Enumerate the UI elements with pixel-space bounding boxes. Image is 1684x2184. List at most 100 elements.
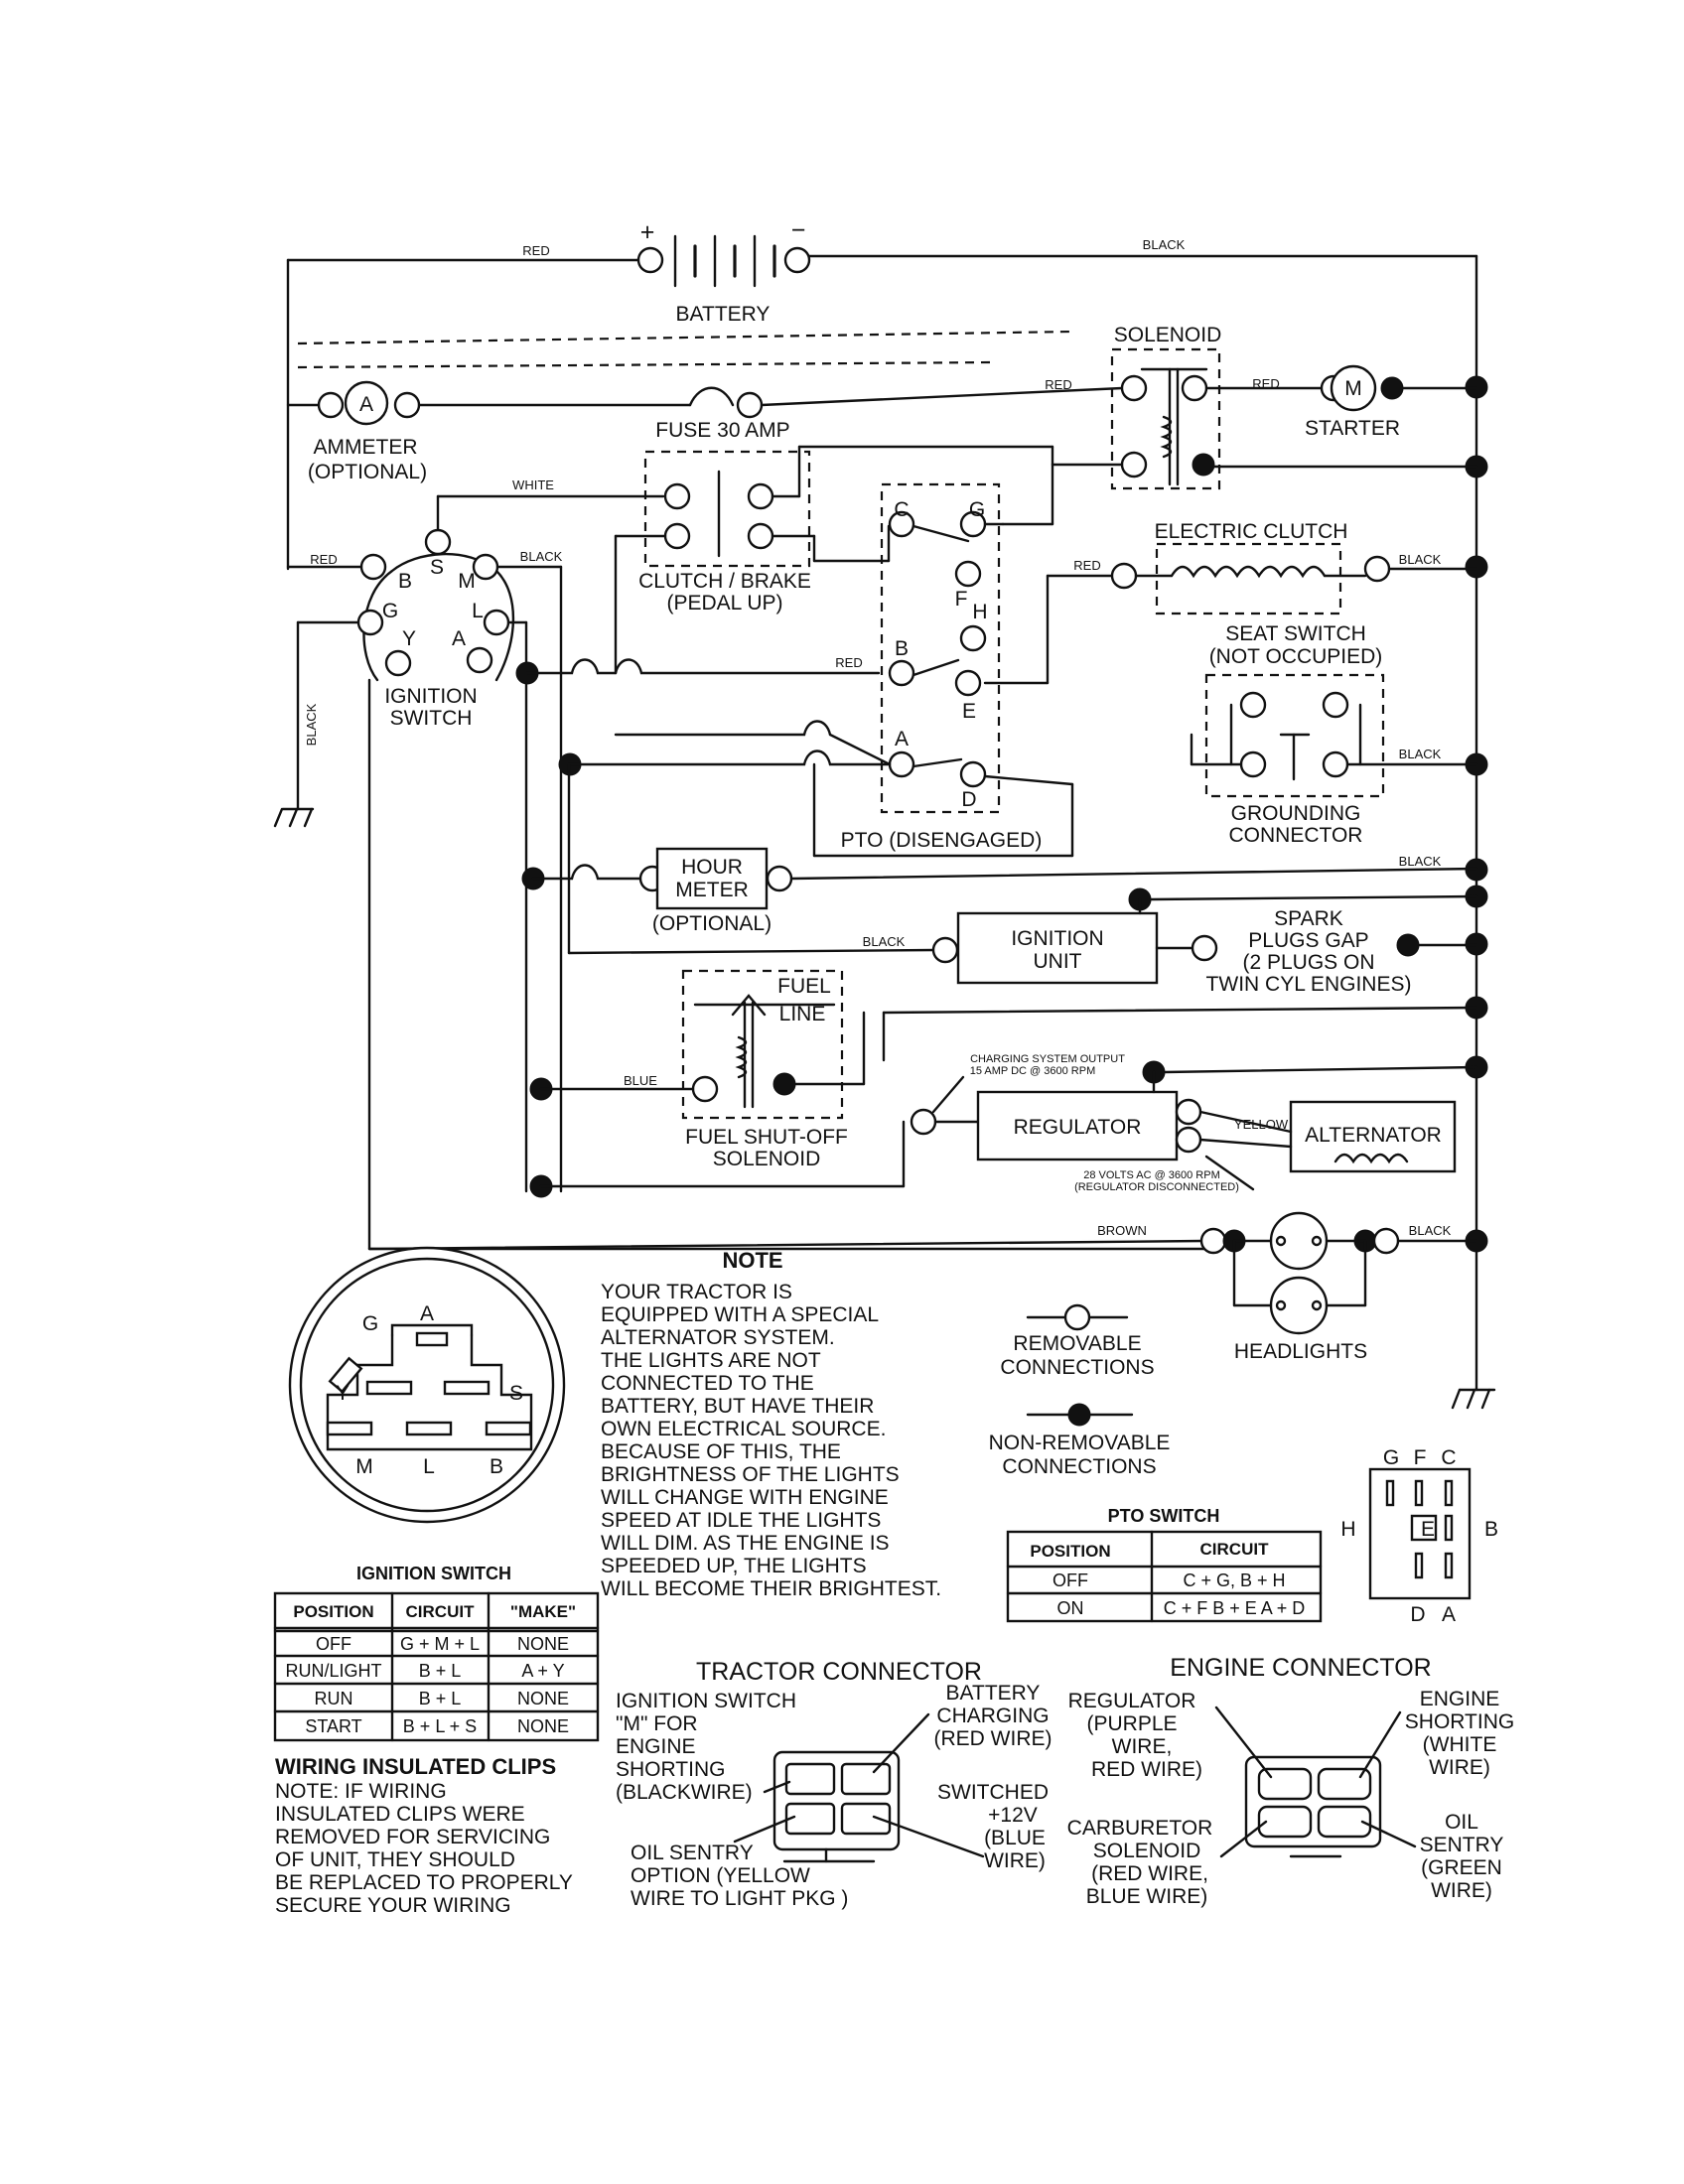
ac-label-1: 28 VOLTS AC @ 3600 RPM — [1083, 1169, 1220, 1181]
alternator: ALTERNATOR — [1289, 1100, 1457, 1173]
ign-table-r1c0: RUN/LIGHT — [285, 1661, 381, 1681]
note-line-7: BECAUSE OF THIS, THE — [601, 1440, 841, 1463]
note-line-0: YOUR TRACTOR IS — [601, 1281, 792, 1303]
wire-label-black-7: BLACK — [863, 934, 906, 949]
note-line-11: WILL DIM. AS THE ENGINE IS — [601, 1532, 890, 1555]
clips-line-3: OF UNIT, THEY SHOULD — [275, 1848, 515, 1871]
ign-conn-M: M — [355, 1455, 373, 1478]
ground-symbol-left — [273, 807, 315, 828]
engine-right-top-1: SHORTING — [1405, 1710, 1514, 1733]
tractor-bottom-2: WIRE TO LIGHT PKG ) — [631, 1887, 848, 1910]
ign-table-r2c1: B + L — [419, 1689, 462, 1708]
hour-meter-note: (OPTIONAL) — [652, 912, 772, 935]
clips-line-4: BE REPLACED TO PROPERLY — [275, 1871, 573, 1894]
wire-label-white: WHITE — [512, 478, 554, 492]
ign-conn-L: L — [423, 1455, 435, 1478]
clutch-brake-label-2: (PEDAL UP) — [666, 592, 782, 614]
battery-minus: − — [791, 216, 806, 244]
engine-left-bottom-1: SOLENOID — [1093, 1840, 1201, 1862]
pto-table-r1c1: C + F B + E A + D — [1164, 1598, 1306, 1618]
pto-conn-A: A — [1442, 1603, 1456, 1626]
wire-label-yellow: YELLOW — [1234, 1117, 1289, 1132]
pto-term-H: H — [972, 601, 987, 623]
engine-right-bottom-1: SENTRY — [1420, 1834, 1504, 1856]
ign-term-L: L — [472, 600, 484, 622]
pto-conn-B: B — [1484, 1518, 1498, 1541]
wire-label-blue: BLUE — [624, 1073, 657, 1088]
tractor-left-4: (BLACKWIRE) — [616, 1781, 753, 1804]
ign-table-r2c0: RUN — [315, 1689, 353, 1708]
ammeter-label: AMMETER — [314, 436, 418, 459]
note-line-13: WILL BECOME THEIR BRIGHTEST. — [601, 1577, 941, 1600]
solenoid-label: SOLENOID — [1114, 324, 1222, 346]
electric-clutch-label: ELECTRIC CLUTCH — [1155, 520, 1348, 543]
engine-right-bottom-2: (GREEN — [1421, 1856, 1502, 1879]
pto-term-F: F — [955, 588, 968, 611]
ign-table-r0c2: NONE — [517, 1634, 569, 1654]
wire-label-red-3: RED — [1252, 376, 1279, 391]
pto-table-h0: POSITION — [1030, 1542, 1110, 1561]
note-line-1: EQUIPPED WITH A SPECIAL — [601, 1303, 879, 1326]
engine-left-bottom-2: (RED WIRE, — [1091, 1862, 1208, 1885]
solenoid: SOLENOID — [1110, 324, 1222, 490]
clips-title: WIRING INSULATED CLIPS — [275, 1754, 556, 1779]
seat-switch: SEAT SWITCH (NOT OCCUPIED) GROUNDING CON… — [1204, 622, 1385, 847]
ignition-switch: S B M G L Y A IGNITION SWITCH — [356, 528, 515, 730]
legend-nonremovable-2: CONNECTIONS — [1002, 1455, 1156, 1478]
ign-table-r3c0: START — [305, 1716, 361, 1736]
clips-line-5: SECURE YOUR WIRING — [275, 1894, 511, 1917]
spark-label-4: TWIN CYL ENGINES) — [1206, 973, 1412, 996]
fuel-solenoid-label-2: SOLENOID — [713, 1148, 821, 1170]
tractor-left-2: ENGINE — [616, 1735, 696, 1758]
pto-conn-D: D — [1410, 1603, 1425, 1626]
fuel-line-label-2: LINE — [779, 1003, 826, 1025]
tractor-right-bottom-3: WIRE) — [984, 1849, 1046, 1872]
spark-plugs: SPARK PLUGS GAP (2 PLUGS ON TWIN CYL ENG… — [1191, 907, 1420, 996]
ign-conn-G: G — [362, 1312, 378, 1335]
pto-term-G: G — [969, 498, 985, 521]
pto-table-r0c1: C + G, B + H — [1183, 1570, 1285, 1590]
tractor-connector: TRACTOR CONNECTOR IGNITION SWITCH "M" FO… — [616, 1658, 1052, 1910]
ign-table-h2: "MAKE" — [510, 1602, 576, 1621]
seat-switch-label-2: (NOT OCCUPIED) — [1209, 645, 1383, 668]
tractor-right-top-1: CHARGING — [936, 1705, 1049, 1727]
ign-table-r0c1: G + M + L — [400, 1634, 480, 1654]
clutch-brake-switch: CLUTCH / BRAKE (PEDAL UP) — [638, 450, 811, 614]
ign-term-Y: Y — [402, 627, 416, 650]
lights-note: NOTE YOUR TRACTOR IS EQUIPPED WITH A SPE… — [601, 1248, 941, 1600]
engine-left-bottom-0: CARBURETOR — [1067, 1817, 1213, 1840]
clutch-brake-label-1: CLUTCH / BRAKE — [638, 570, 811, 593]
wire-label-black-4: BLACK — [1399, 552, 1442, 567]
engine-connector-title: ENGINE CONNECTOR — [1170, 1654, 1431, 1682]
wiring-clips-note: WIRING INSULATED CLIPS NOTE: IF WIRING I… — [275, 1754, 573, 1917]
pto-term-B: B — [895, 637, 909, 660]
spark-label-1: SPARK — [1274, 907, 1343, 930]
tractor-right-bottom-1: +12V — [988, 1804, 1038, 1827]
wire-label-black: BLACK — [1143, 237, 1186, 252]
seat-switch-label-1: SEAT SWITCH — [1225, 622, 1366, 645]
engine-left-top-1: (PURPLE — [1086, 1712, 1177, 1735]
ammeter-note: (OPTIONAL) — [308, 461, 427, 483]
grounding-label-2: CONNECTOR — [1229, 824, 1363, 847]
hour-meter: HOUR METER (OPTIONAL) — [638, 847, 793, 935]
pto-label: PTO (DISENGAGED) — [841, 829, 1043, 852]
engine-left-top-0: REGULATOR — [1068, 1690, 1196, 1712]
battery-label: BATTERY — [676, 303, 771, 326]
pto-table-r1c0: ON — [1057, 1598, 1084, 1618]
ign-table-r2c2: NONE — [517, 1689, 569, 1708]
regulator-label: REGULATOR — [1014, 1116, 1142, 1139]
wire-label-red-6: RED — [1073, 558, 1100, 573]
tractor-right-top-2: (RED WIRE) — [934, 1727, 1052, 1750]
tractor-right-bottom-0: SWITCHED — [937, 1781, 1049, 1804]
wire-label-red-5: RED — [835, 655, 862, 670]
ignition-unit-label-2: UNIT — [1034, 950, 1082, 973]
tractor-bottom-1: OPTION (YELLOW — [631, 1864, 810, 1887]
tractor-left-1: "M" FOR — [616, 1712, 698, 1735]
wire-label-black-8: BLACK — [1409, 1223, 1452, 1238]
note-line-5: BATTERY, BUT HAVE THEIR — [601, 1395, 874, 1418]
starter-label: STARTER — [1305, 417, 1400, 440]
pto-conn-F: F — [1414, 1446, 1427, 1469]
fuel-line-label-1: FUEL — [777, 975, 831, 998]
hour-meter-label-2: METER — [675, 879, 749, 901]
engine-left-bottom-3: BLUE WIRE) — [1086, 1885, 1208, 1908]
